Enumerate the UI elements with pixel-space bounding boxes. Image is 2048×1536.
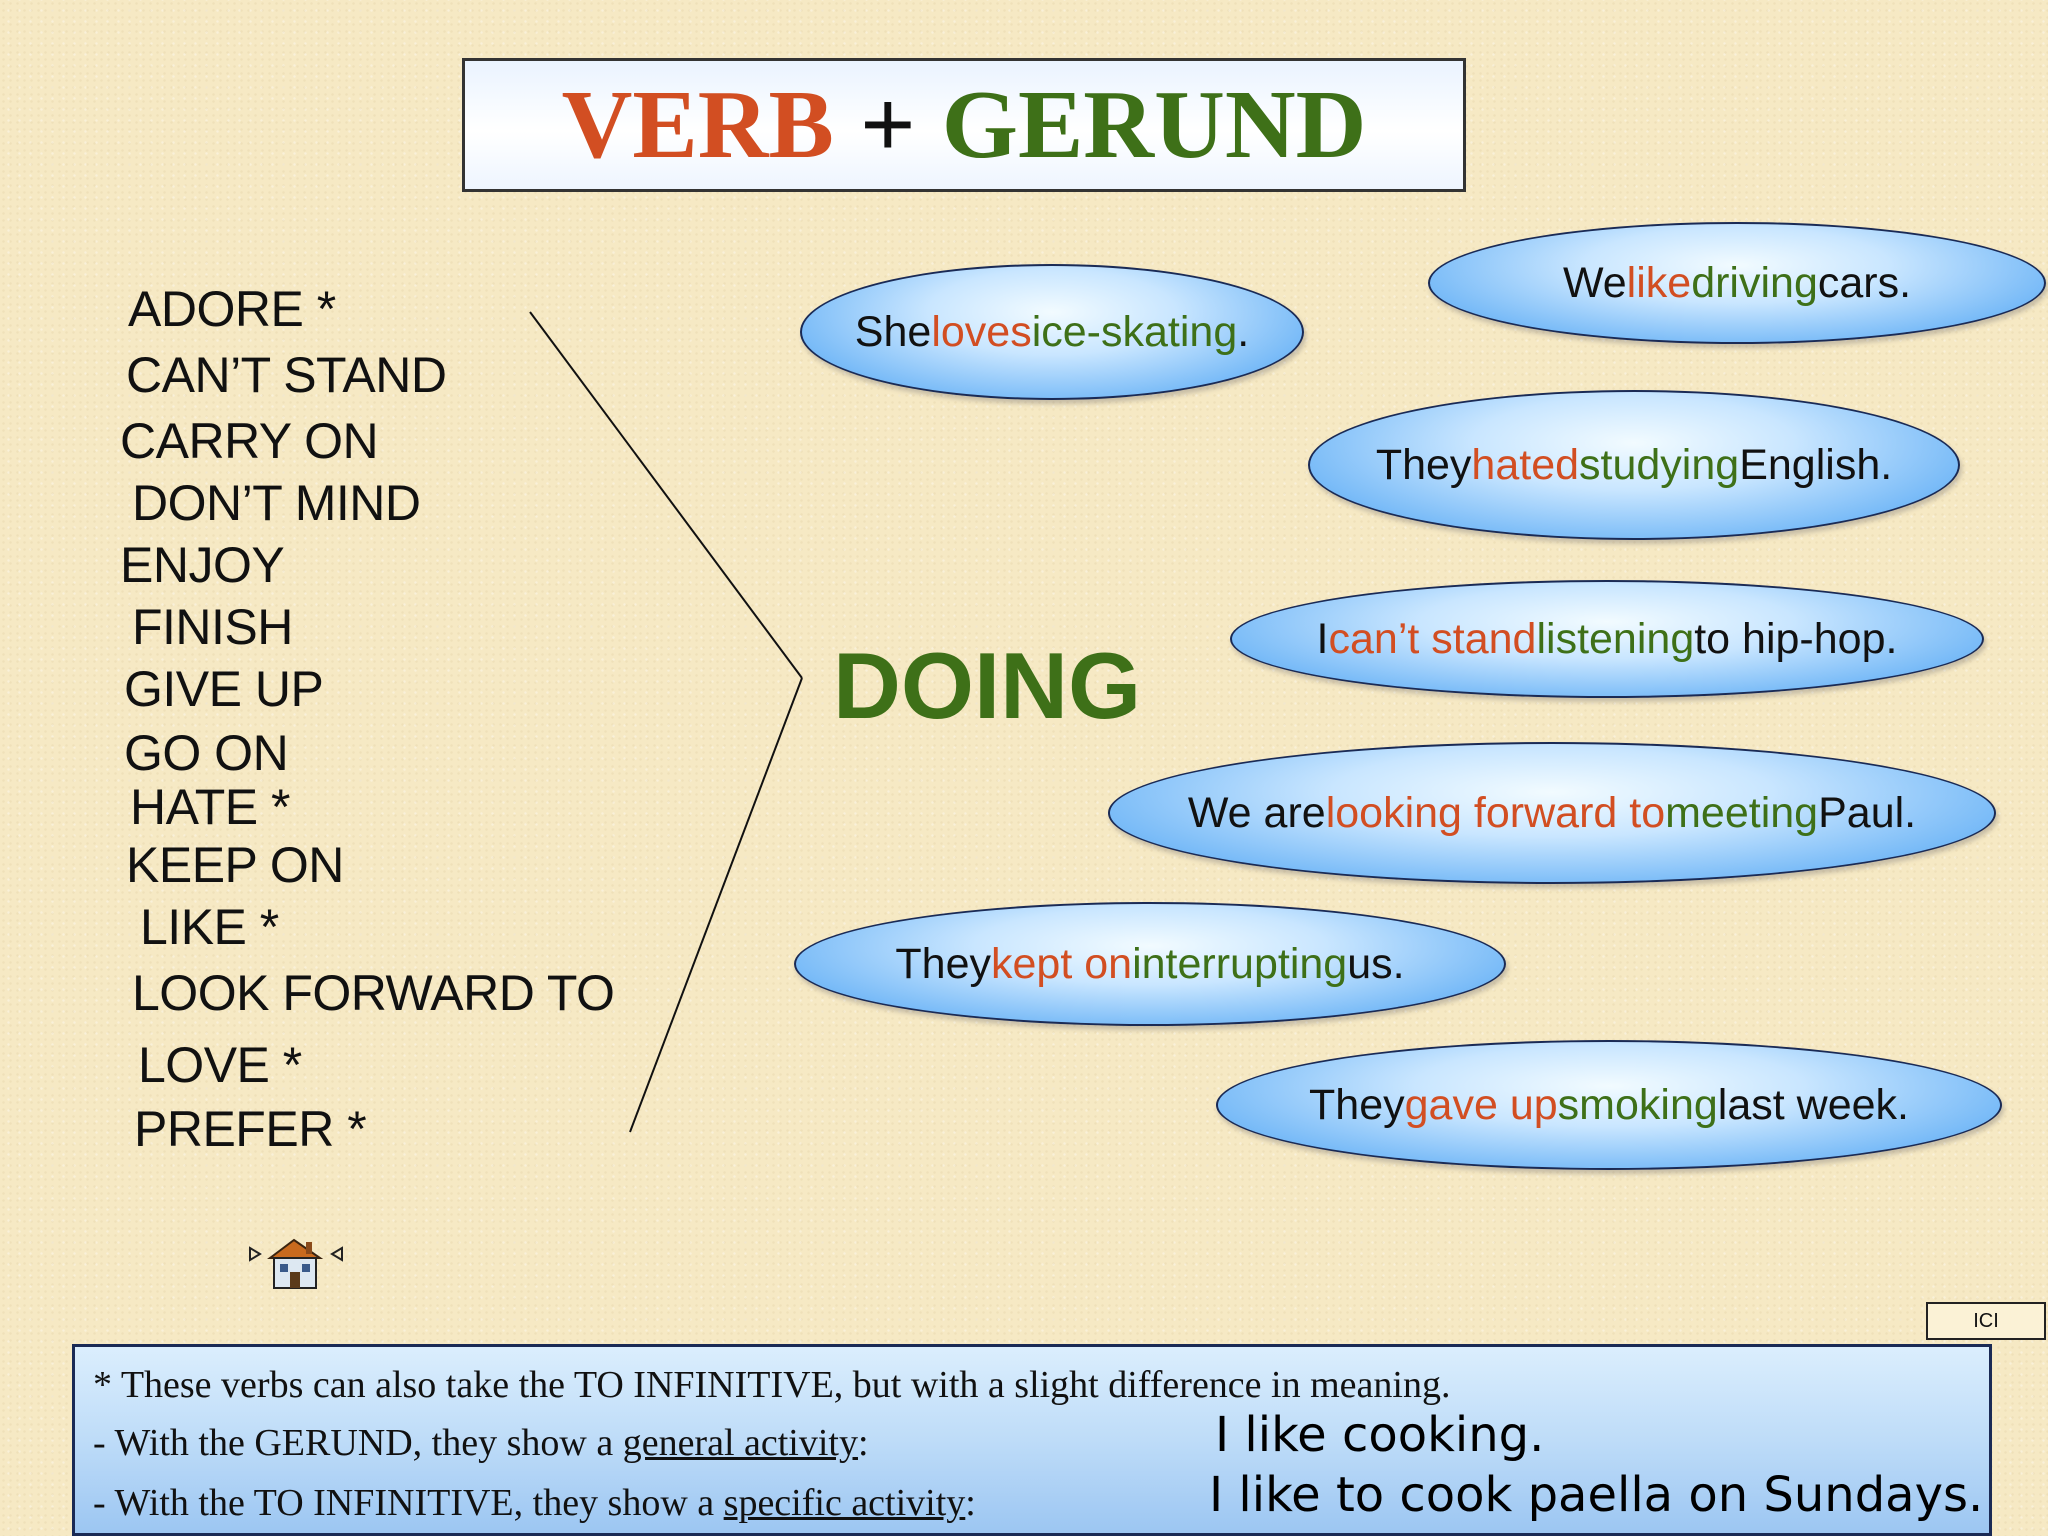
example-gerund: I like cooking. — [1215, 1407, 1545, 1463]
doing-label: DOING — [833, 633, 1142, 738]
title-box: VERB + GERUND — [462, 58, 1466, 192]
ici-button[interactable]: ICI — [1926, 1302, 2046, 1340]
note-line-1: * These verbs can also take the TO INFIN… — [93, 1364, 1451, 1406]
verb-item: ADORE * — [128, 281, 336, 337]
verb-item: LOOK FORWARD TO — [132, 965, 615, 1021]
verb-item: GIVE UP — [124, 661, 324, 717]
verb-item: ENJOY — [120, 537, 285, 593]
verb-item: HATE * — [130, 779, 291, 835]
example-bubble: We like driving cars. — [1428, 222, 2046, 344]
note-box: * These verbs can also take the TO INFIN… — [72, 1344, 1992, 1536]
home-icon[interactable] — [248, 1232, 344, 1292]
example-infinitive: I like to cook paella on Sundays. — [1209, 1467, 1984, 1523]
verb-item: KEEP ON — [126, 837, 344, 893]
title-gerund: GERUND — [941, 71, 1367, 179]
example-bubble: They gave up smoking last week. — [1216, 1040, 2002, 1170]
verb-item: LOVE * — [138, 1037, 302, 1093]
verb-item: CAN’T STAND — [126, 347, 447, 403]
example-bubble: They kept on interrupting us. — [794, 902, 1506, 1026]
example-bubble: We are looking forward to meeting Paul. — [1108, 742, 1996, 884]
example-bubble: She loves ice-skating. — [800, 264, 1304, 400]
title-plus: + — [859, 71, 916, 179]
example-bubble: I can’t stand listening to hip-hop. — [1230, 580, 1984, 698]
verb-item: FINISH — [132, 599, 293, 655]
verb-item: LIKE * — [140, 899, 279, 955]
verb-item: PREFER * — [134, 1101, 367, 1157]
note-line-3: - With the TO INFINITIVE, they show a sp… — [93, 1482, 976, 1524]
note-line-2: - With the GERUND, they show a general a… — [93, 1422, 869, 1464]
verb-item: CARRY ON — [120, 413, 379, 469]
example-bubble: They hated studying English. — [1308, 390, 1960, 540]
title-verb: VERB — [561, 71, 834, 179]
verb-item: DON’T MIND — [132, 475, 421, 531]
verb-item: GO ON — [124, 725, 289, 781]
